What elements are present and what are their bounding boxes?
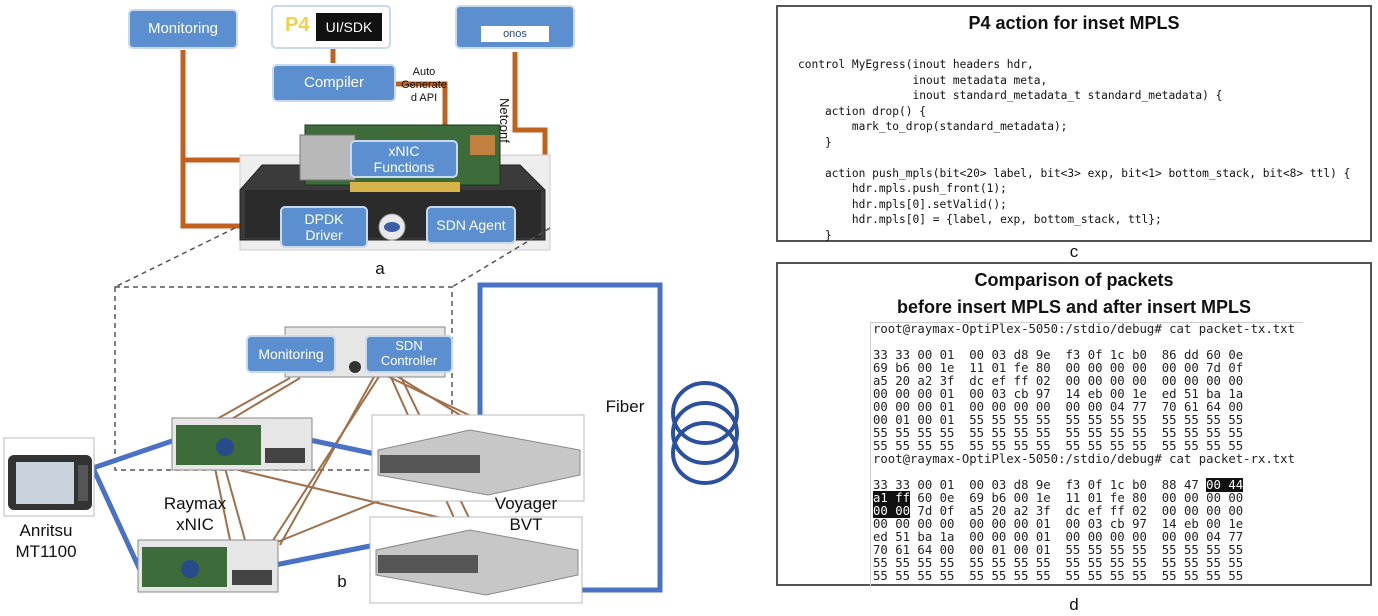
rx-line-2: a1 ff 60 0e 69 b6 00 1e 11 01 fe 80 00 0… xyxy=(873,491,1303,505)
cmd-tx: root@raymax-OptiPlex-5050:/stdio/debug# … xyxy=(873,322,1295,336)
sdn-agent-label: SDN Agent xyxy=(436,216,506,233)
caption-c: c xyxy=(1069,242,1079,261)
rx-line-7: 55 55 55 55 55 55 55 55 55 55 55 55 55 5… xyxy=(873,556,1244,570)
tx-line-1: 33 33 00 01 00 03 d8 9e f3 0f 1c b0 86 d… xyxy=(873,348,1244,362)
monitoring-box-b: Monitoring xyxy=(246,335,336,373)
tx-line-3: a5 20 a2 3f dc ef ff 02 00 00 00 00 00 0… xyxy=(873,374,1244,388)
rx-line-1-prefix: 33 33 00 01 00 03 d8 9e f3 0f 1c b0 88 4… xyxy=(873,478,1207,492)
dpdk-driver-box: DPDK Driver xyxy=(280,206,368,248)
auto-api-line-1: Auto xyxy=(412,66,436,78)
auto-api-line-3: d API xyxy=(410,92,438,105)
raymax-line-2: xNIC xyxy=(176,515,214,535)
ui-sdk-label: UI/SDK xyxy=(315,12,383,42)
rx-line-5: ed 51 ba 1a 00 00 00 01 00 00 00 00 00 0… xyxy=(873,530,1244,544)
sdn-agent-box: SDN Agent xyxy=(426,206,516,244)
netconf-label: Netconf xyxy=(497,98,512,143)
rx-line-8: 55 55 55 55 55 55 55 55 55 55 55 55 55 5… xyxy=(873,569,1244,583)
rx-line-4: 00 00 00 00 00 00 00 01 00 03 cb 97 14 e… xyxy=(873,517,1244,531)
anritsu-label: Anritsu MT1100 xyxy=(6,520,86,563)
caption-b: b xyxy=(337,572,347,591)
tx-line-5: 00 00 00 01 00 00 00 00 00 00 04 77 70 6… xyxy=(873,400,1244,414)
rx-line-6: 70 61 64 00 00 01 00 01 55 55 55 55 55 5… xyxy=(873,543,1244,557)
panel-d-title-line2: before insert MPLS and after insert MPLS xyxy=(896,297,1252,317)
panel-d: Comparison of packets before insert MPLS… xyxy=(776,262,1372,587)
device-anritsu xyxy=(3,437,95,517)
compiler-label: Compiler xyxy=(303,74,364,92)
tx-line-2: 69 b6 00 1e 11 01 fe 80 00 00 00 00 00 0… xyxy=(873,361,1244,375)
panel-c-title: P4 action for inset MPLS xyxy=(968,13,1180,33)
device-xnic-lower xyxy=(137,539,279,593)
fiber-label: Fiber xyxy=(605,397,645,416)
tx-line-4: 00 00 00 01 00 03 cb 97 14 eb 00 1e ed 5… xyxy=(873,387,1244,401)
tx-line-8: 55 55 55 55 55 55 55 55 55 55 55 55 55 5… xyxy=(873,439,1244,453)
onos-label: onos xyxy=(481,25,549,43)
tx-line-6: 00 01 00 01 55 55 55 55 55 55 55 55 55 5… xyxy=(873,413,1244,427)
device-xnic-upper xyxy=(171,417,313,471)
anritsu-line-1: Anritsu xyxy=(19,521,73,540)
onos-box: onos xyxy=(455,5,575,49)
caption-d: d xyxy=(1069,595,1079,614)
fiber-coils xyxy=(671,381,739,485)
ui-sdk-box: UI/SDK xyxy=(271,5,391,49)
raymax-label: Raymax xNIC xyxy=(160,493,230,536)
device-voyager-lower xyxy=(369,516,583,604)
xnic-functions-line-2: Functions xyxy=(373,159,435,175)
p4-logo-text: P4 xyxy=(285,14,310,36)
raymax-line-1: Raymax xyxy=(163,494,227,513)
rx-line-1: 33 33 00 01 00 03 d8 9e f3 0f 1c b0 88 4… xyxy=(873,478,1303,492)
voyager-line-1: Voyager xyxy=(494,494,558,513)
packet-dump: root@raymax-OptiPlex-5050:/stdio/debug# … xyxy=(870,322,1303,587)
sdn-controller-line-1: SDN xyxy=(395,338,423,354)
compiler-box: Compiler xyxy=(272,64,396,102)
monitoring-box-a: Monitoring xyxy=(128,9,238,49)
wire-compiler-xnic xyxy=(395,81,448,140)
panel-c: P4 action for inset MPLS control MyEgres… xyxy=(776,5,1372,242)
dpdk-driver-line-2: Driver xyxy=(305,227,343,243)
rx-line-3: 00 00 7d 0f a5 20 a2 3f dc ef ff 02 00 0… xyxy=(873,504,1303,518)
device-voyager-upper xyxy=(371,414,585,502)
rx-mpls-highlight-1: 00 44 xyxy=(1206,478,1244,492)
auto-generated-api-label: Auto Generate d API xyxy=(398,66,450,106)
xnic-functions-line-1: xNIC xyxy=(388,142,420,159)
cmd-rx: root@raymax-OptiPlex-5050:/stdio/debug# … xyxy=(873,452,1295,466)
voyager-label: Voyager BVT xyxy=(488,493,564,536)
rx-line-2-rest: 60 0e 69 b6 00 1e 11 01 fe 80 00 00 00 0… xyxy=(910,491,1244,505)
dpdk-driver-line-1: DPDK xyxy=(304,210,344,227)
monitoring-label-a: Monitoring xyxy=(147,20,219,38)
rx-line-3-rest: 7d 0f a5 20 a2 3f dc ef ff 02 00 00 00 0… xyxy=(910,504,1244,518)
voyager-line-2: BVT xyxy=(509,515,543,535)
anritsu-line-2: MT1100 xyxy=(15,542,77,562)
panel-d-title-line1: Comparison of packets xyxy=(974,270,1174,290)
sdn-controller-line-2: Controller xyxy=(380,353,438,368)
caption-a: a xyxy=(375,259,385,278)
monitoring-label-b: Monitoring xyxy=(258,345,324,362)
sdn-controller-box: SDN Controller xyxy=(365,335,453,373)
tx-line-7: 55 55 55 55 55 55 55 55 55 55 55 55 55 5… xyxy=(873,426,1244,440)
auto-api-line-2: Generate xyxy=(401,79,447,92)
rx-mpls-highlight-3: 00 00 xyxy=(873,504,911,518)
p4-code-block: control MyEgress(inout headers hdr, inou… xyxy=(798,58,1351,242)
xnic-functions-box: xNIC Functions xyxy=(350,140,458,178)
rx-mpls-highlight-2: a1 ff xyxy=(873,491,911,505)
